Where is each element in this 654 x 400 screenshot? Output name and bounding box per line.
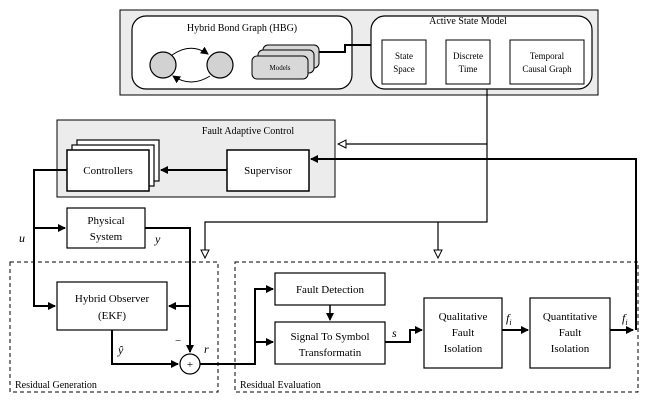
control-input-line bbox=[33, 169, 67, 310]
sts-line1: Signal To Symbol bbox=[290, 331, 369, 343]
quant-line2: Fault bbox=[559, 327, 582, 339]
discrete-time-line2: Time bbox=[459, 64, 478, 74]
r-label: r bbox=[204, 342, 209, 356]
yhat-line bbox=[111, 330, 179, 368]
hybrid-observer-line1: Hybrid Observer bbox=[75, 293, 150, 305]
summing-minus: − bbox=[175, 335, 181, 347]
residual-generation-region bbox=[9, 261, 219, 393]
residual-evaluation-region bbox=[234, 261, 639, 393]
discrete-time-box bbox=[445, 39, 491, 85]
discrete-time-line1: Discrete bbox=[453, 51, 483, 61]
asm-distribution-line bbox=[205, 89, 488, 258]
state-space-line1: State bbox=[395, 51, 413, 61]
asm-title: Active State Model bbox=[429, 16, 507, 27]
tcg-line2: Causal Graph bbox=[522, 64, 572, 74]
asm-group: Active State Model State Space Discrete … bbox=[370, 15, 593, 90]
tcg-box bbox=[509, 39, 585, 85]
supervisor-label: Supervisor bbox=[244, 165, 292, 177]
hbg-asm-connector bbox=[319, 44, 373, 53]
qual-line3: Isolation bbox=[444, 343, 483, 355]
feedback-to-supervisor-line bbox=[310, 155, 637, 330]
residual-generation-label: Residual Generation bbox=[15, 380, 97, 391]
summing-plus: + bbox=[187, 359, 193, 371]
state-space-line2: Space bbox=[393, 64, 415, 74]
hbg-title: Hybrid Bond Graph (HBG) bbox=[187, 23, 297, 34]
s-label: s bbox=[392, 326, 397, 340]
quant-line1: Quantitative bbox=[543, 311, 597, 323]
hybrid-observer-box bbox=[56, 281, 168, 331]
hbg-node-right-icon bbox=[206, 51, 234, 79]
fault-detection-box bbox=[274, 272, 386, 306]
hbg-group: Hybrid Bond Graph (HBG) Models bbox=[131, 15, 353, 90]
sts-box bbox=[274, 321, 386, 365]
fac-title: Fault Adaptive Control bbox=[202, 126, 294, 137]
hbg-edge-bottom-icon bbox=[172, 75, 211, 84]
qual-line1: Qualitative bbox=[439, 311, 488, 323]
qualitative-isolation-box bbox=[423, 297, 503, 369]
y-output-line bbox=[145, 227, 194, 353]
state-space-box bbox=[381, 39, 427, 85]
fi-label-mid: fi bbox=[506, 311, 512, 327]
u-label: u bbox=[19, 231, 25, 245]
fault-detection-label: Fault Detection bbox=[296, 284, 365, 296]
physical-system-line2: System bbox=[90, 231, 123, 243]
y-label: y bbox=[154, 232, 161, 246]
quant-line3: Isolation bbox=[551, 343, 590, 355]
hbg-edge-top-icon bbox=[171, 46, 209, 56]
physical-system-line1: Physical bbox=[87, 215, 124, 227]
hbg-node-left-icon bbox=[149, 51, 177, 79]
tcg-line1: Temporal bbox=[530, 51, 565, 61]
models-stack-front bbox=[251, 55, 309, 80]
yhat-label: ŷ bbox=[117, 343, 124, 357]
s-arrow bbox=[385, 326, 423, 343]
physical-system-box bbox=[66, 207, 146, 249]
models-label: Models bbox=[270, 64, 291, 72]
quantitative-isolation-box bbox=[529, 297, 611, 369]
residual-r-line bbox=[200, 285, 274, 365]
residual-evaluation-label: Residual Evaluation bbox=[240, 380, 321, 391]
controllers-label: Controllers bbox=[83, 165, 133, 177]
sts-line2: Transformatin bbox=[299, 347, 362, 359]
fi-label-out: fi bbox=[622, 311, 628, 327]
hybrid-observer-line2: (EKF) bbox=[98, 310, 126, 322]
qual-line2: Fault bbox=[452, 327, 475, 339]
